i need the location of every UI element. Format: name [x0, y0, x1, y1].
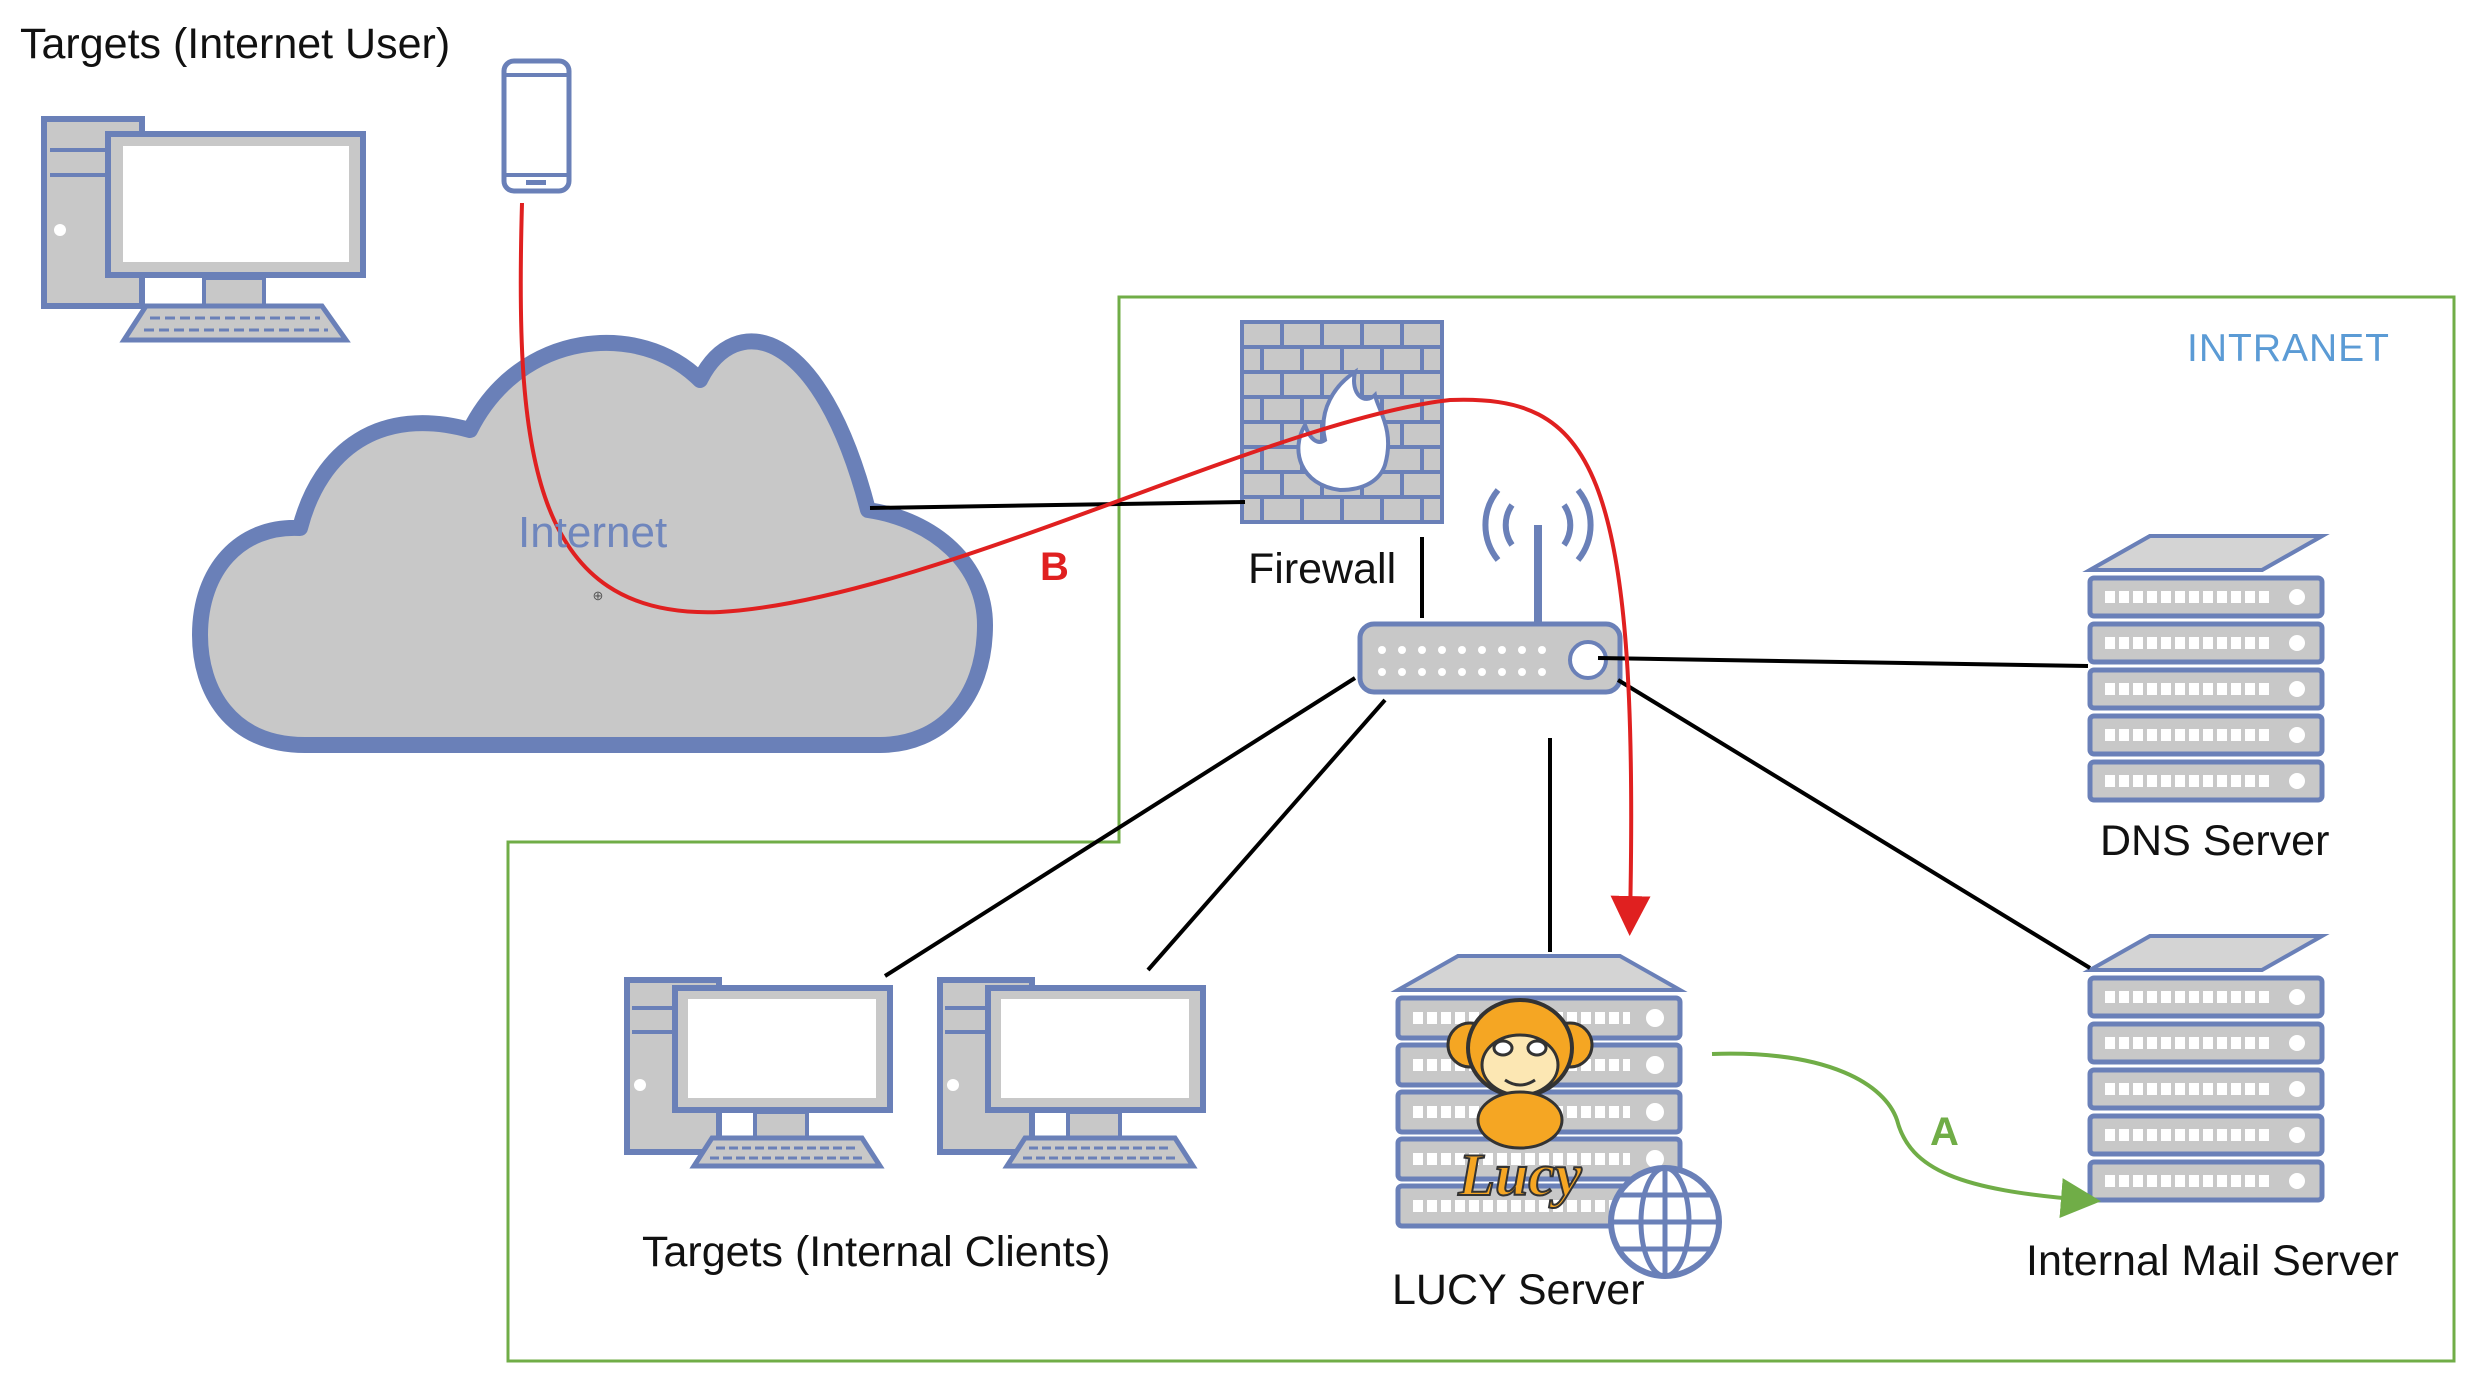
firewall-icon [1240, 320, 1444, 524]
intranet-label: INTRANET [2187, 327, 2390, 370]
internet-cloud-icon: ⊕ [192, 333, 993, 753]
attack-path-b [518, 202, 1651, 936]
link-router-client2 [1146, 698, 1387, 972]
link-router-client1 [883, 676, 1357, 978]
intranet-boundary [506, 295, 2456, 1363]
attack-path-a [1711, 1051, 2101, 1219]
internet-user-label: Targets (Internet User) [20, 20, 451, 68]
firewall-label: Firewall [1248, 545, 1397, 593]
internet-user-desktop-icon [41, 116, 366, 343]
dns-server-icon [2082, 534, 2330, 803]
dns-server-label: DNS Server [2100, 817, 2330, 865]
router-icon [1357, 488, 1623, 695]
flame-icon [1296, 367, 1391, 493]
internal-client-desktop-icon [937, 977, 1206, 1169]
link-cloud-firewall [869, 500, 1246, 510]
globe-icon [1608, 1165, 1722, 1279]
link-router-dns [1597, 656, 2089, 668]
svg-text:Lucy: Lucy [1457, 1142, 1582, 1208]
internet-user-phone-icon [501, 58, 572, 194]
path-b-label: B [1040, 545, 1069, 589]
lucy-monkey-logo: Lucy [1446, 998, 1594, 1209]
path-a-label: A [1930, 1110, 1959, 1154]
lucy-server-label: LUCY Server [1392, 1266, 1645, 1314]
internal-client-desktop-icon [624, 977, 893, 1169]
internet-label: Internet [518, 508, 668, 557]
lucy-server-icon: Lucy [1390, 954, 1722, 1279]
svg-text:⊕: ⊕ [593, 588, 604, 603]
link-router-mail [1616, 678, 2092, 970]
mail-server-label: Internal Mail Server [2026, 1237, 2399, 1285]
internal-clients-label: Targets (Internal Clients) [642, 1228, 1111, 1276]
mail-server-icon [2082, 934, 2330, 1203]
